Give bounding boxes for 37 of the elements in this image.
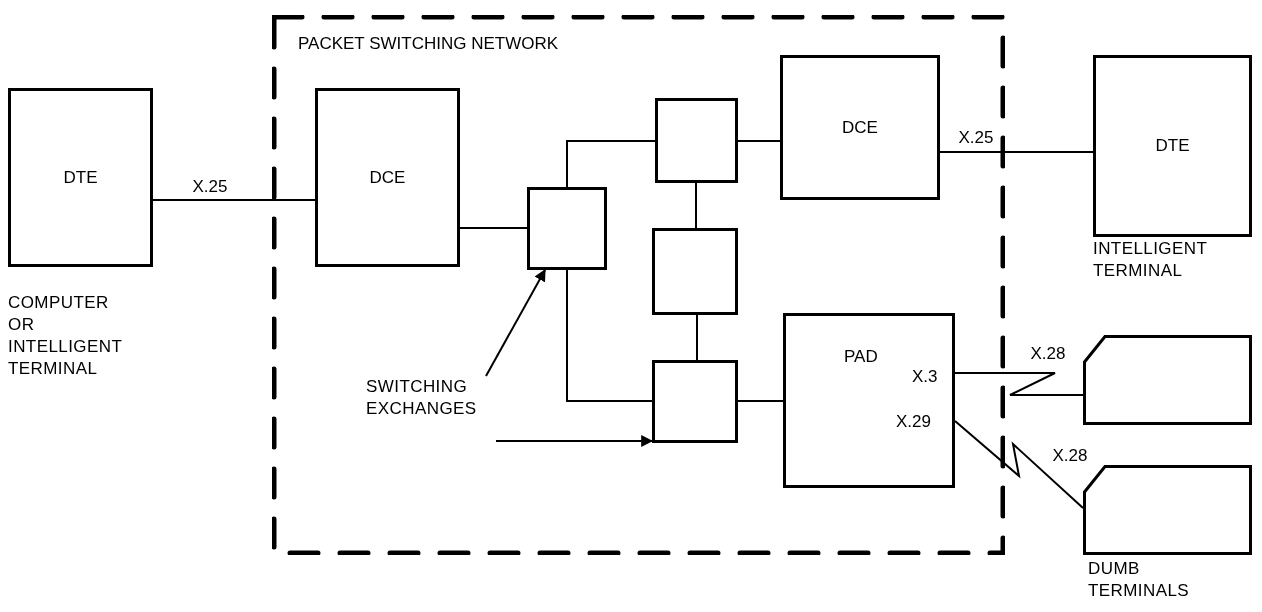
node-label: SWITCHING EXCHANGES xyxy=(366,376,478,420)
pad-box xyxy=(783,313,955,488)
dte-box xyxy=(1093,55,1252,237)
leader-line xyxy=(495,435,654,447)
connector-line xyxy=(954,420,1084,509)
node-label: PACKET SWITCHING NETWORK xyxy=(298,33,559,55)
network-boundary xyxy=(272,15,1005,555)
node-label: DTE xyxy=(63,166,98,189)
connector-line xyxy=(566,269,653,402)
node-label: X.3 xyxy=(912,366,938,388)
connector-line xyxy=(737,140,781,142)
exchange-box xyxy=(652,228,738,315)
connector-line xyxy=(566,140,656,188)
exchange-box xyxy=(652,360,738,443)
leader-line xyxy=(485,268,546,377)
dte-box xyxy=(8,88,153,267)
exchange-box xyxy=(527,187,607,270)
node-label: PAD xyxy=(844,346,878,368)
terminal-shape xyxy=(1083,465,1252,555)
connector-line xyxy=(939,151,1094,153)
connector-line xyxy=(459,227,528,229)
node-caption: COMPUTER OR INTELLIGENT TERMINAL xyxy=(8,292,122,380)
connector-line xyxy=(695,182,697,229)
dce-box xyxy=(315,88,460,267)
exchange-box xyxy=(655,98,738,183)
node-caption: INTELLIGENT TERMINAL xyxy=(1093,238,1208,282)
node-label: X.29 xyxy=(896,411,931,433)
node-label: DTE xyxy=(1155,135,1190,157)
connector-line xyxy=(696,314,698,361)
connector-line xyxy=(152,199,316,201)
connector-line xyxy=(737,400,784,402)
dce-box xyxy=(780,55,940,200)
node-label: DCE xyxy=(842,116,878,139)
connector-line xyxy=(954,372,1084,396)
node-label: DCE xyxy=(369,166,406,189)
terminal-shape xyxy=(1083,335,1252,425)
node-caption: DUMB TERMINALS xyxy=(1088,558,1191,602)
